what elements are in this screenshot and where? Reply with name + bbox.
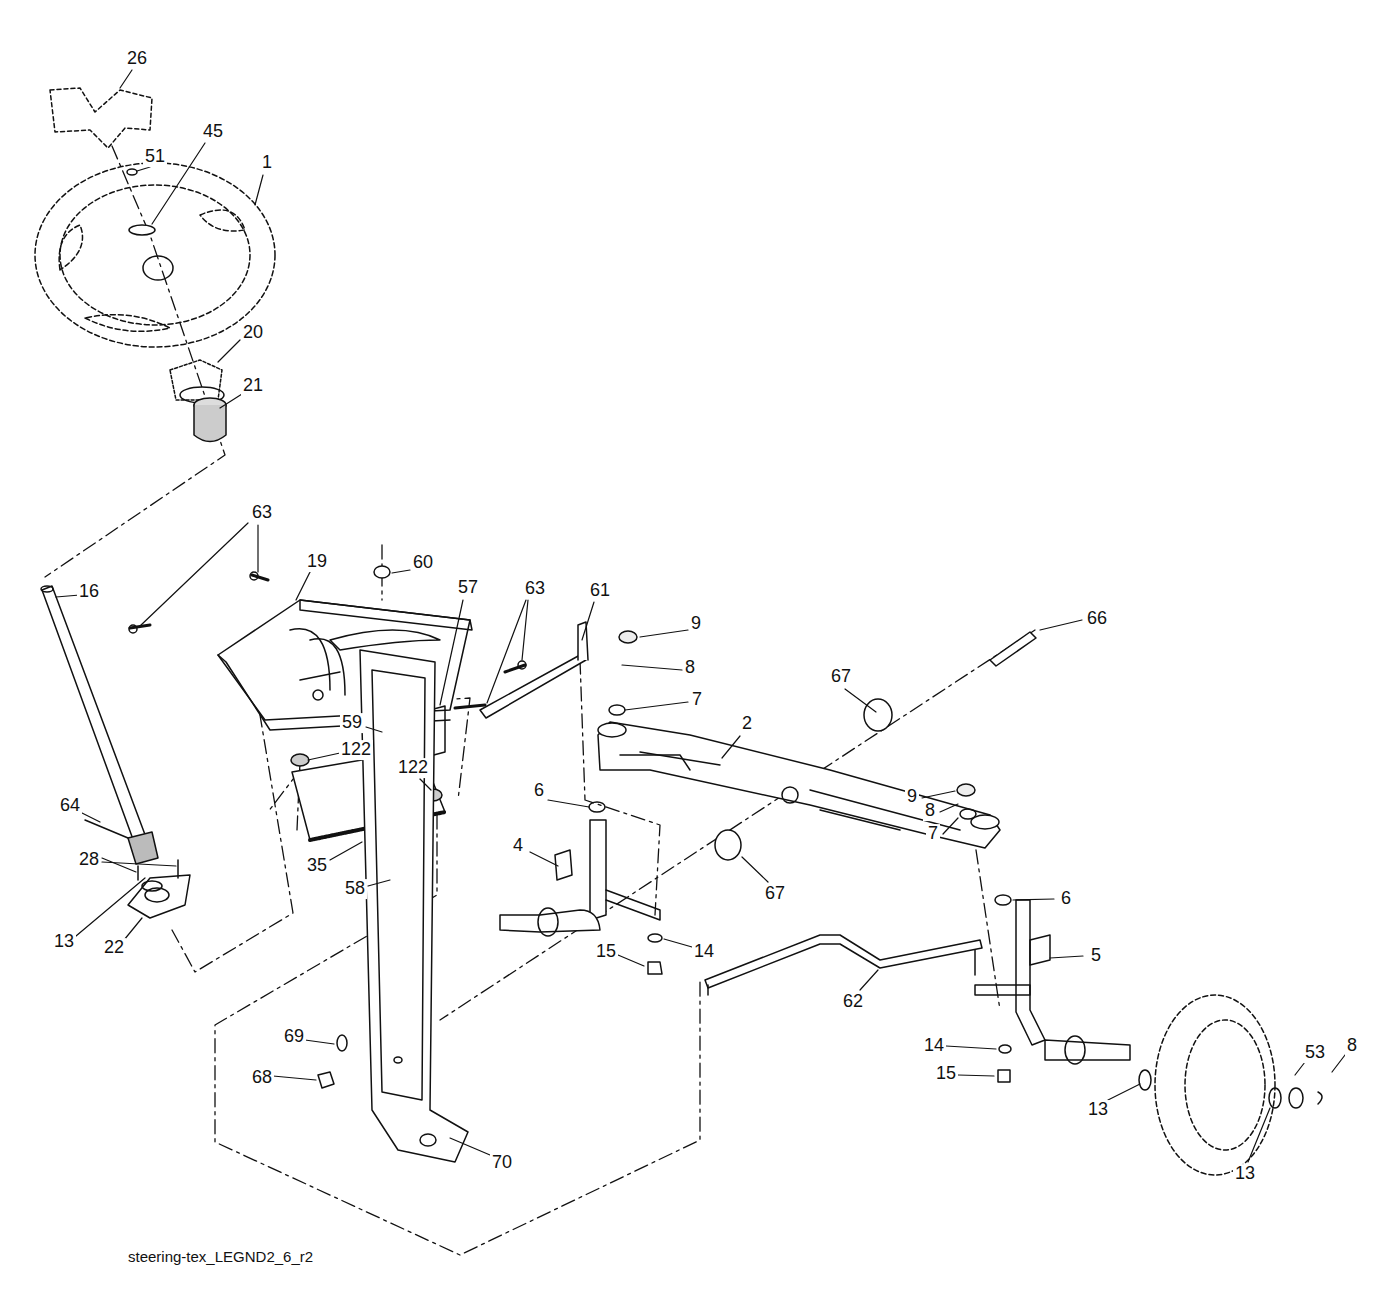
left-spindle <box>500 820 662 974</box>
callout-number: 69 <box>282 1027 306 1047</box>
tie-rod <box>480 622 588 718</box>
callout-number: 6 <box>532 781 546 801</box>
callout-number: 14 <box>922 1036 946 1056</box>
callout-number: 20 <box>241 323 265 343</box>
callout-number: 8 <box>1345 1036 1359 1056</box>
callout-number: 9 <box>905 787 919 807</box>
callout-number: 63 <box>250 503 274 523</box>
leader-line <box>56 70 1345 1162</box>
flange-bearing <box>128 860 190 918</box>
callout-number: 70 <box>490 1153 514 1173</box>
callout-number: 67 <box>829 667 853 687</box>
callout-number: 15 <box>934 1064 958 1084</box>
callout-number: 15 <box>594 942 618 962</box>
callout-number: 61 <box>588 581 612 601</box>
steering-shaft <box>41 586 158 864</box>
callout-number: 58 <box>343 879 367 899</box>
callout-number: 59 <box>340 713 364 733</box>
drag-link <box>705 935 982 995</box>
callout-number: 7 <box>690 690 704 710</box>
callout-number: 64 <box>58 796 82 816</box>
callout-number: 19 <box>305 552 329 572</box>
callout-number: 21 <box>241 376 265 396</box>
callout-number: 13 <box>1086 1100 1110 1120</box>
callout-number: 51 <box>143 147 167 167</box>
callout-number: 7 <box>926 824 940 844</box>
callout-number: 14 <box>692 942 716 962</box>
assembly-line <box>45 146 1035 1255</box>
callout-number: 67 <box>763 884 787 904</box>
callout-number: 4 <box>511 836 525 856</box>
callout-number: 122 <box>339 740 373 760</box>
callout-number: 22 <box>102 938 126 958</box>
callout-number: 8 <box>923 801 937 821</box>
front-wheel <box>1139 995 1322 1175</box>
right-spindle <box>975 900 1130 1082</box>
callout-number: 13 <box>1233 1164 1257 1184</box>
callout-number: 6 <box>1059 889 1073 909</box>
column-bushing <box>170 360 226 442</box>
callout-number: 28 <box>77 850 101 870</box>
callout-number: 60 <box>411 553 435 573</box>
callout-number: 9 <box>689 614 703 634</box>
callout-number: 16 <box>77 582 101 602</box>
callout-number: 68 <box>250 1068 274 1088</box>
callout-number: 2 <box>740 714 754 734</box>
callout-number: 53 <box>1303 1043 1327 1063</box>
callout-number: 63 <box>523 579 547 599</box>
front-axle <box>589 631 1036 905</box>
drawing-caption: steering-tex_LEGND2_6_r2 <box>128 1249 313 1266</box>
callout-number: 57 <box>456 578 480 598</box>
callout-number: 26 <box>125 49 149 69</box>
callout-number: 122 <box>396 758 430 778</box>
callout-number: 5 <box>1089 946 1103 966</box>
callout-number: 35 <box>305 856 329 876</box>
callout-number: 8 <box>683 658 697 678</box>
callout-number: 62 <box>841 992 865 1012</box>
callout-number: 13 <box>52 932 76 952</box>
callout-number: 45 <box>201 122 225 142</box>
callout-number: 66 <box>1085 609 1109 629</box>
steering-wheel <box>35 88 275 347</box>
mounting-plate <box>129 566 526 756</box>
support-bracket <box>318 650 468 1162</box>
callout-number: 1 <box>260 153 274 173</box>
